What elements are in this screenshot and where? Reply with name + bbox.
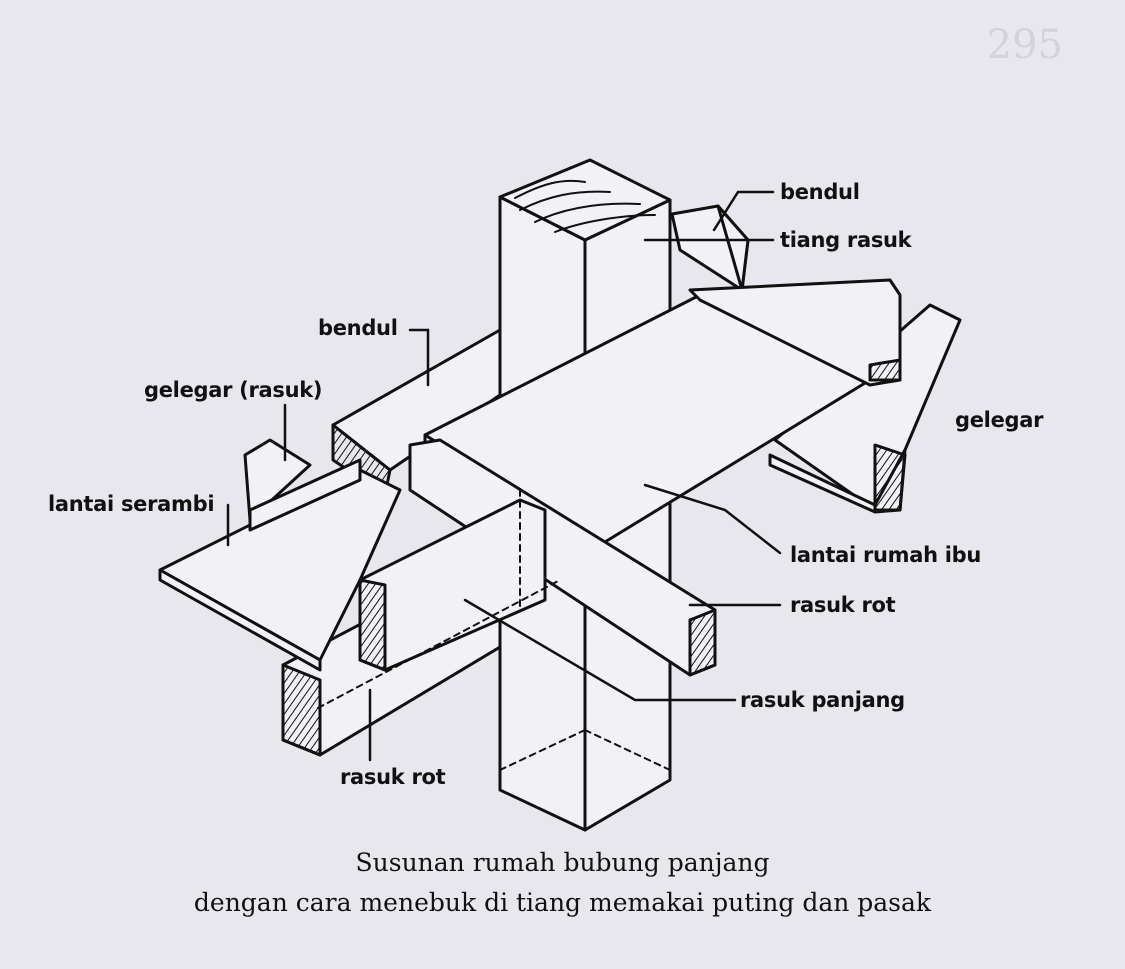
label-bendul-left: bendul (318, 316, 398, 340)
front-rasuk-beam (317, 489, 561, 709)
label-lantai-serambi: lantai serambi (48, 492, 215, 516)
caption-line-2: dengan cara menebuk di tiang memakai put… (193, 888, 932, 917)
margin-page-note: 295 (986, 22, 1063, 68)
leader-bendul-top (712, 190, 775, 232)
rasuk-rot-beam (408, 438, 717, 677)
gelegar-rasuk-beam (243, 438, 312, 522)
label-rasuk-rot-bottom: rasuk rot (340, 765, 446, 789)
label-rasuk-rot-right: rasuk rot (790, 593, 896, 617)
gelegar-right-beam (768, 303, 962, 514)
label-lantai-rumah-ibu: lantai rumah ibu (790, 543, 982, 567)
caption-line-1: Susunan rumah bubung panjang (355, 848, 770, 877)
lantai-serambi-plank (158, 458, 402, 672)
label-bendul-top: bendul (780, 180, 860, 204)
label-tiang-rasuk: tiang rasuk (780, 228, 912, 252)
leader-bendul-left (408, 328, 430, 387)
leader-lantai-rumah-ibu (643, 483, 782, 555)
bendul-back-beam (670, 204, 750, 292)
upper-rasuk-beam (688, 278, 902, 387)
label-rasuk-panjang: rasuk panjang (740, 688, 905, 712)
leader-rasuk-panjang (463, 598, 737, 702)
label-gelegar-right: gelegar (955, 408, 1044, 432)
label-gelegar-rasuk: gelegar (rasuk) (144, 378, 323, 402)
